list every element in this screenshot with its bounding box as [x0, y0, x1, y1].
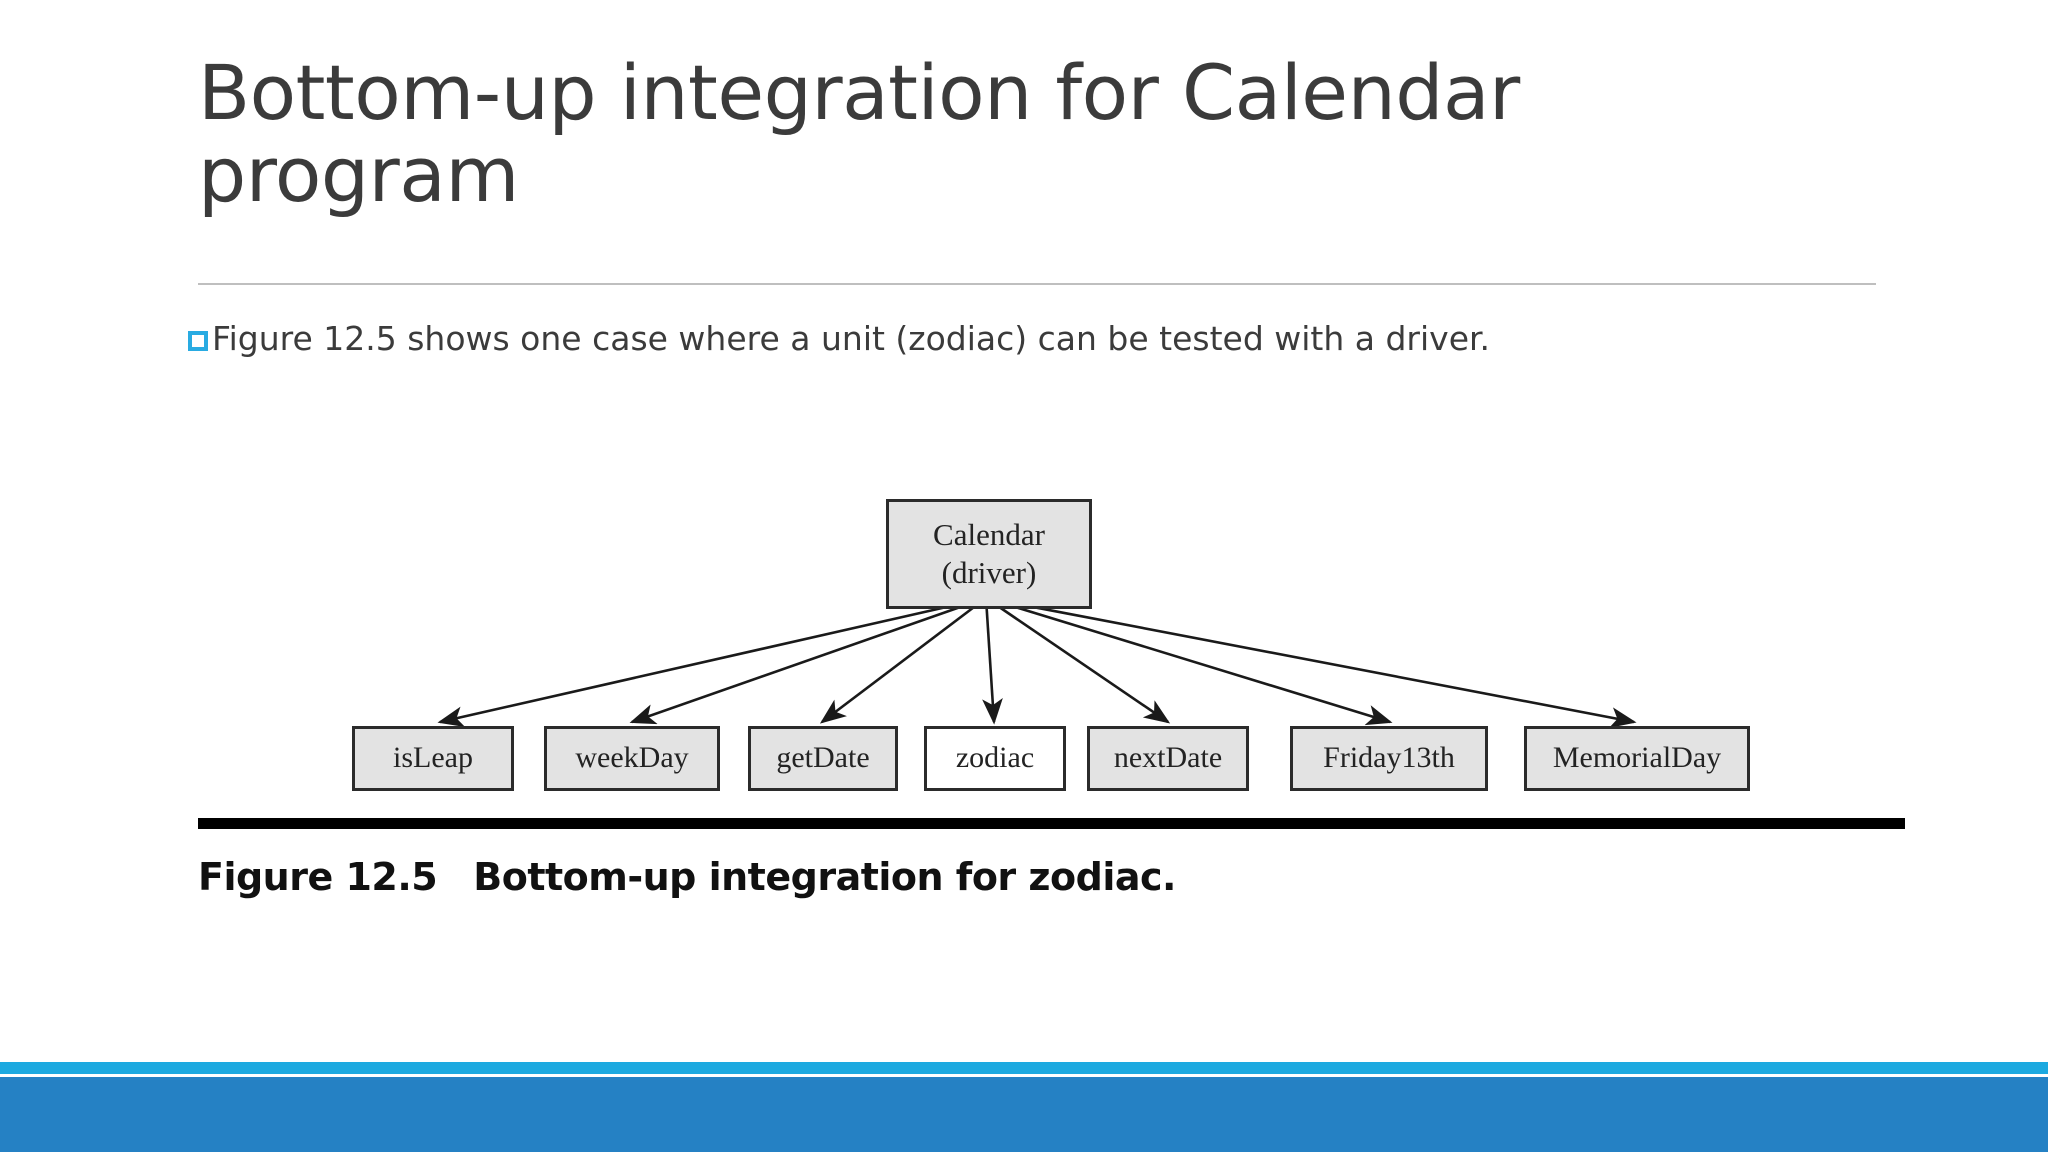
- edge-calendar-getdate: [819, 596, 987, 724]
- edge-calendar-zodiac: [982, 597, 1003, 725]
- edge-calendar-weekday: [629, 596, 987, 725]
- edge-calendar-memorialday: [985, 596, 1637, 728]
- node-label: MemorialDay: [1552, 741, 1722, 775]
- node-label: nextDate: [1113, 741, 1223, 775]
- page-title: Bottom-up integration for Calendar progr…: [198, 48, 1544, 220]
- node-label-line-1: Calendar: [933, 517, 1045, 553]
- node-label: Friday13th: [1323, 741, 1455, 775]
- node-label: getDate: [776, 741, 870, 775]
- diagram-node-nextdate: nextDate: [1087, 726, 1249, 791]
- diagram-node-getdate: getDate: [748, 726, 898, 791]
- node-label: weekDay: [575, 741, 689, 775]
- footer-bar-separator: [0, 1074, 2048, 1077]
- footer-accent-bar-dark: [0, 1077, 2048, 1152]
- edge-calendar-friday13th: [985, 596, 1393, 726]
- figure-caption-number: Figure 12.5: [198, 855, 438, 899]
- figure-caption-text: Bottom-up integration for zodiac.: [473, 855, 1176, 899]
- bullet-item-label: Figure 12.5 shows one case where a unit …: [212, 319, 1491, 358]
- diagram-edges: [437, 596, 1637, 728]
- hollow-square-bullet-icon: [188, 331, 208, 351]
- footer-accent-bar-light: [0, 1062, 2048, 1074]
- title-divider: [198, 283, 1876, 285]
- diagram-node-zodiac: zodiac: [924, 726, 1066, 791]
- diagram-node-memorialday: MemorialDay: [1524, 726, 1750, 791]
- node-label-line-2: (driver): [941, 555, 1037, 590]
- edge-calendar-nextdate: [985, 596, 1171, 724]
- node-label: zodiac: [955, 741, 1035, 775]
- diagram-node-isleap: isLeap: [352, 726, 514, 791]
- diagram-node-friday13th: Friday13th: [1290, 726, 1488, 791]
- figure-caption: Figure 12.5 Bottom-up integration for zo…: [198, 855, 1176, 899]
- node-label: isLeap: [393, 741, 473, 775]
- diagram-node-calendar-driver: Calendar (driver): [886, 499, 1092, 609]
- diagram-node-weekday: weekDay: [544, 726, 720, 791]
- figure-caption-rule: [198, 818, 1905, 829]
- edge-calendar-isleap: [437, 596, 987, 727]
- bullet-list-item: Figure 12.5 shows one case where a unit …: [188, 318, 1490, 361]
